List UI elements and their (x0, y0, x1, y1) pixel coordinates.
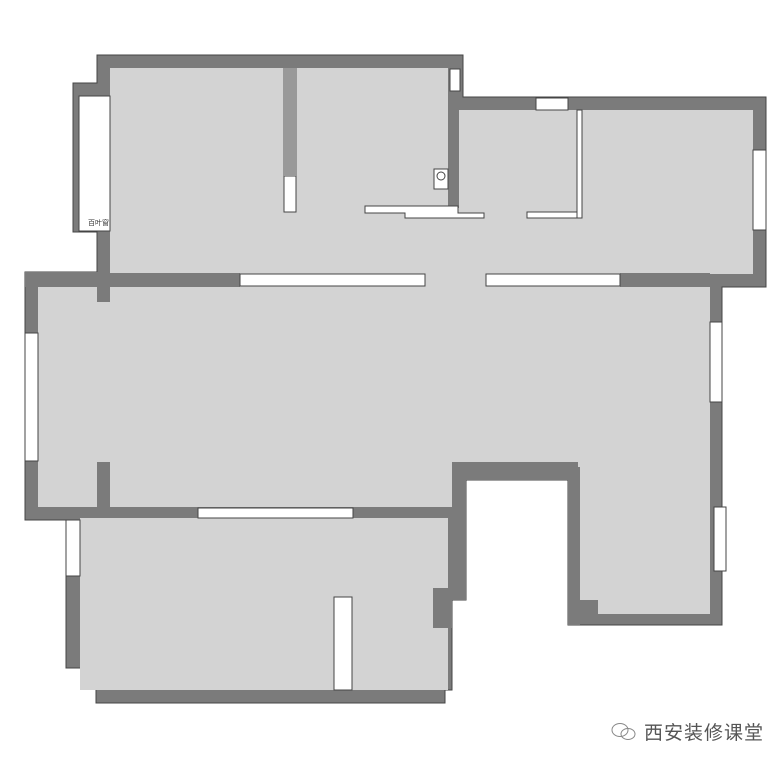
counter (364, 205, 485, 219)
bathroom-partition (576, 109, 583, 219)
opening-top-left (239, 273, 426, 287)
partition-top (283, 175, 297, 213)
opening-top-right (485, 273, 621, 287)
partition (333, 596, 353, 691)
textured-column (283, 68, 297, 176)
wechat-icon (611, 722, 636, 740)
door-jamb (526, 211, 578, 219)
window-right-mid (709, 321, 723, 403)
floors (38, 68, 753, 690)
window-top-left (78, 95, 111, 232)
window-label: 百叶窗 (88, 219, 109, 227)
watermark-text: 西安装修课堂 (644, 722, 765, 744)
window-top (535, 97, 569, 111)
window-right-top (752, 149, 767, 231)
drain-icon (436, 171, 446, 181)
watermark: 西安装修课堂 (610, 718, 764, 745)
window-bottom-left (65, 519, 81, 577)
room-living (38, 287, 710, 462)
room-bottom-left (80, 518, 448, 690)
room-right-bedroom (578, 462, 710, 614)
opening-bottom (197, 507, 354, 519)
window-right-low (713, 506, 727, 572)
window-left (24, 332, 39, 462)
window-top-small (449, 68, 461, 92)
